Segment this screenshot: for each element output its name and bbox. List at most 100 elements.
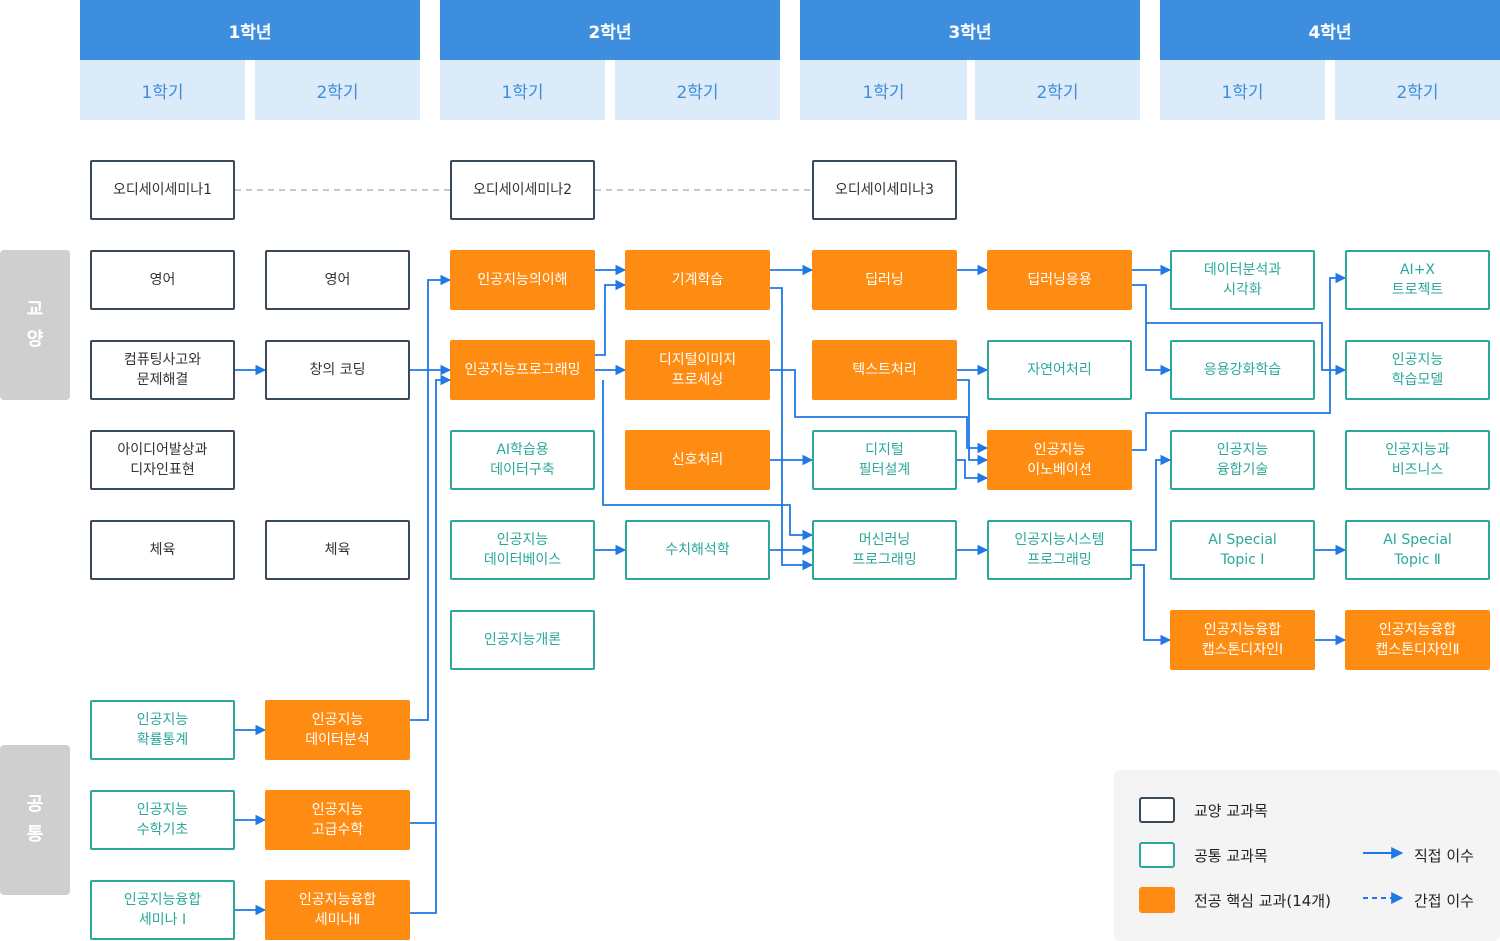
course-label: 디지털 bbox=[865, 442, 904, 458]
course-label: 디지털이미지 bbox=[658, 352, 737, 368]
course-ai-programming: 인공지능프로그래밍 bbox=[450, 340, 595, 400]
course-label: 영어 bbox=[324, 272, 351, 288]
course-label: 오디세이세미나1 bbox=[112, 182, 213, 198]
year-header-2: 2학년 bbox=[440, 0, 780, 60]
course-label: 이노베이션 bbox=[1027, 462, 1092, 478]
semester-header: 2학기 bbox=[615, 60, 780, 120]
course-label: 프로그래밍 bbox=[852, 552, 917, 568]
legend-label-indirect: 간접 이수 bbox=[1414, 892, 1474, 910]
course-pe-1: 체육 bbox=[90, 520, 235, 580]
course-label: 데이터베이스 bbox=[483, 552, 562, 568]
course-numerical-analysis: 수치해석학 bbox=[625, 520, 770, 580]
course-label: 인공지능의이해 bbox=[477, 272, 568, 288]
course-label: 아이디어발상과 bbox=[117, 442, 208, 458]
course-label: 융합기술 bbox=[1216, 462, 1269, 478]
arrow bbox=[410, 374, 452, 824]
course-label: 인공지능융합 bbox=[298, 892, 377, 908]
course-label: 자연어처리 bbox=[1027, 362, 1092, 378]
semester-header: 1학기 bbox=[440, 60, 605, 120]
legend-indirect-arrow-icon bbox=[1363, 892, 1404, 904]
course-label: 데이터구축 bbox=[490, 462, 555, 478]
arrow bbox=[1132, 564, 1172, 646]
course-odyssey-seminar-2: 오디세이세미나2 bbox=[450, 160, 595, 220]
course-label: 인공지능프로그래밍 bbox=[464, 362, 581, 378]
course-label: 인공지능 bbox=[1033, 442, 1086, 458]
course-label: 수치해석학 bbox=[665, 542, 730, 558]
course-label: 확률통계 bbox=[136, 732, 189, 748]
semester-header: 2학기 bbox=[1335, 60, 1500, 120]
semester-header: 2학기 bbox=[255, 60, 420, 120]
course-label: 인공지능 bbox=[1216, 442, 1269, 458]
course-label: 신호처리 bbox=[671, 452, 724, 468]
course-label: 필터설계 bbox=[858, 462, 911, 478]
arrow bbox=[770, 369, 989, 454]
course-label: 인공지능융합 bbox=[1378, 622, 1457, 638]
course-signal-processing: 신호처리 bbox=[625, 430, 770, 490]
arrow bbox=[1146, 322, 1347, 376]
course-label: 세미나Ⅱ bbox=[314, 912, 361, 928]
arrow bbox=[595, 279, 627, 356]
course-english-2: 영어 bbox=[265, 250, 410, 310]
course-label: 인공지능융합 bbox=[123, 892, 202, 908]
course-label: 데이터분석 bbox=[305, 732, 370, 748]
course-nlp: 자연어처리 bbox=[987, 340, 1132, 400]
arrow bbox=[410, 823, 437, 914]
course-odyssey-seminar-1: 오디세이세미나1 bbox=[90, 160, 235, 220]
legend-label-core: 전공 핵심 교과(14개) bbox=[1194, 892, 1331, 910]
course-applied-rl: 응용강화학습 bbox=[1170, 340, 1315, 400]
legend-swatch-common bbox=[1139, 842, 1175, 868]
course-label: 인공지능 bbox=[1391, 352, 1444, 368]
course-label: 체육 bbox=[324, 542, 351, 558]
course-label: 인공지능융합 bbox=[1203, 622, 1282, 638]
course-label: 문제해결 bbox=[136, 372, 189, 388]
course-label: Topic Ⅱ bbox=[1394, 552, 1441, 568]
course-label: 학습모델 bbox=[1391, 372, 1444, 388]
course-label: 시각화 bbox=[1223, 282, 1262, 298]
semester-header: 1학기 bbox=[1160, 60, 1325, 120]
course-label: 비즈니스 bbox=[1391, 462, 1444, 478]
year-header-1: 1학년 bbox=[80, 0, 420, 60]
course-label: 캡스톤디자인Ⅰ bbox=[1201, 642, 1284, 658]
course-label: 인공지능 bbox=[136, 802, 189, 818]
course-label: 세미나 Ⅰ bbox=[138, 912, 187, 928]
course-label: AI학습용 bbox=[496, 442, 549, 458]
side-label-char: 통 bbox=[26, 824, 44, 845]
year-header-3: 3학년 bbox=[800, 0, 1140, 60]
semester-header: 2학기 bbox=[975, 60, 1140, 120]
course-label: 인공지능 bbox=[496, 532, 549, 548]
course-label: 디자인표현 bbox=[130, 462, 195, 478]
course-pe-2: 체육 bbox=[265, 520, 410, 580]
course-label: 트로젝트 bbox=[1391, 282, 1444, 298]
course-label: AI Special bbox=[1208, 532, 1277, 548]
course-label: 인공지능시스템 bbox=[1014, 532, 1105, 548]
course-label: 프로세싱 bbox=[671, 372, 724, 388]
side-label-common: 공 통 bbox=[0, 745, 70, 895]
legend-swatch-general bbox=[1139, 797, 1175, 823]
side-label-char: 공 bbox=[26, 794, 44, 815]
course-label: 딥러닝 bbox=[865, 272, 904, 288]
course-label: 고급수학 bbox=[311, 822, 364, 838]
course-english-1: 영어 bbox=[90, 250, 235, 310]
course-machine-learning: 기계학습 bbox=[625, 250, 770, 310]
course-label: 데이터분석과 bbox=[1203, 262, 1282, 278]
legend-swatch-core bbox=[1139, 887, 1175, 913]
side-label-char: 교 bbox=[26, 299, 44, 320]
side-label-char: 양 bbox=[26, 329, 44, 350]
course-label: 인공지능 bbox=[311, 712, 364, 728]
arrow bbox=[1132, 272, 1347, 451]
